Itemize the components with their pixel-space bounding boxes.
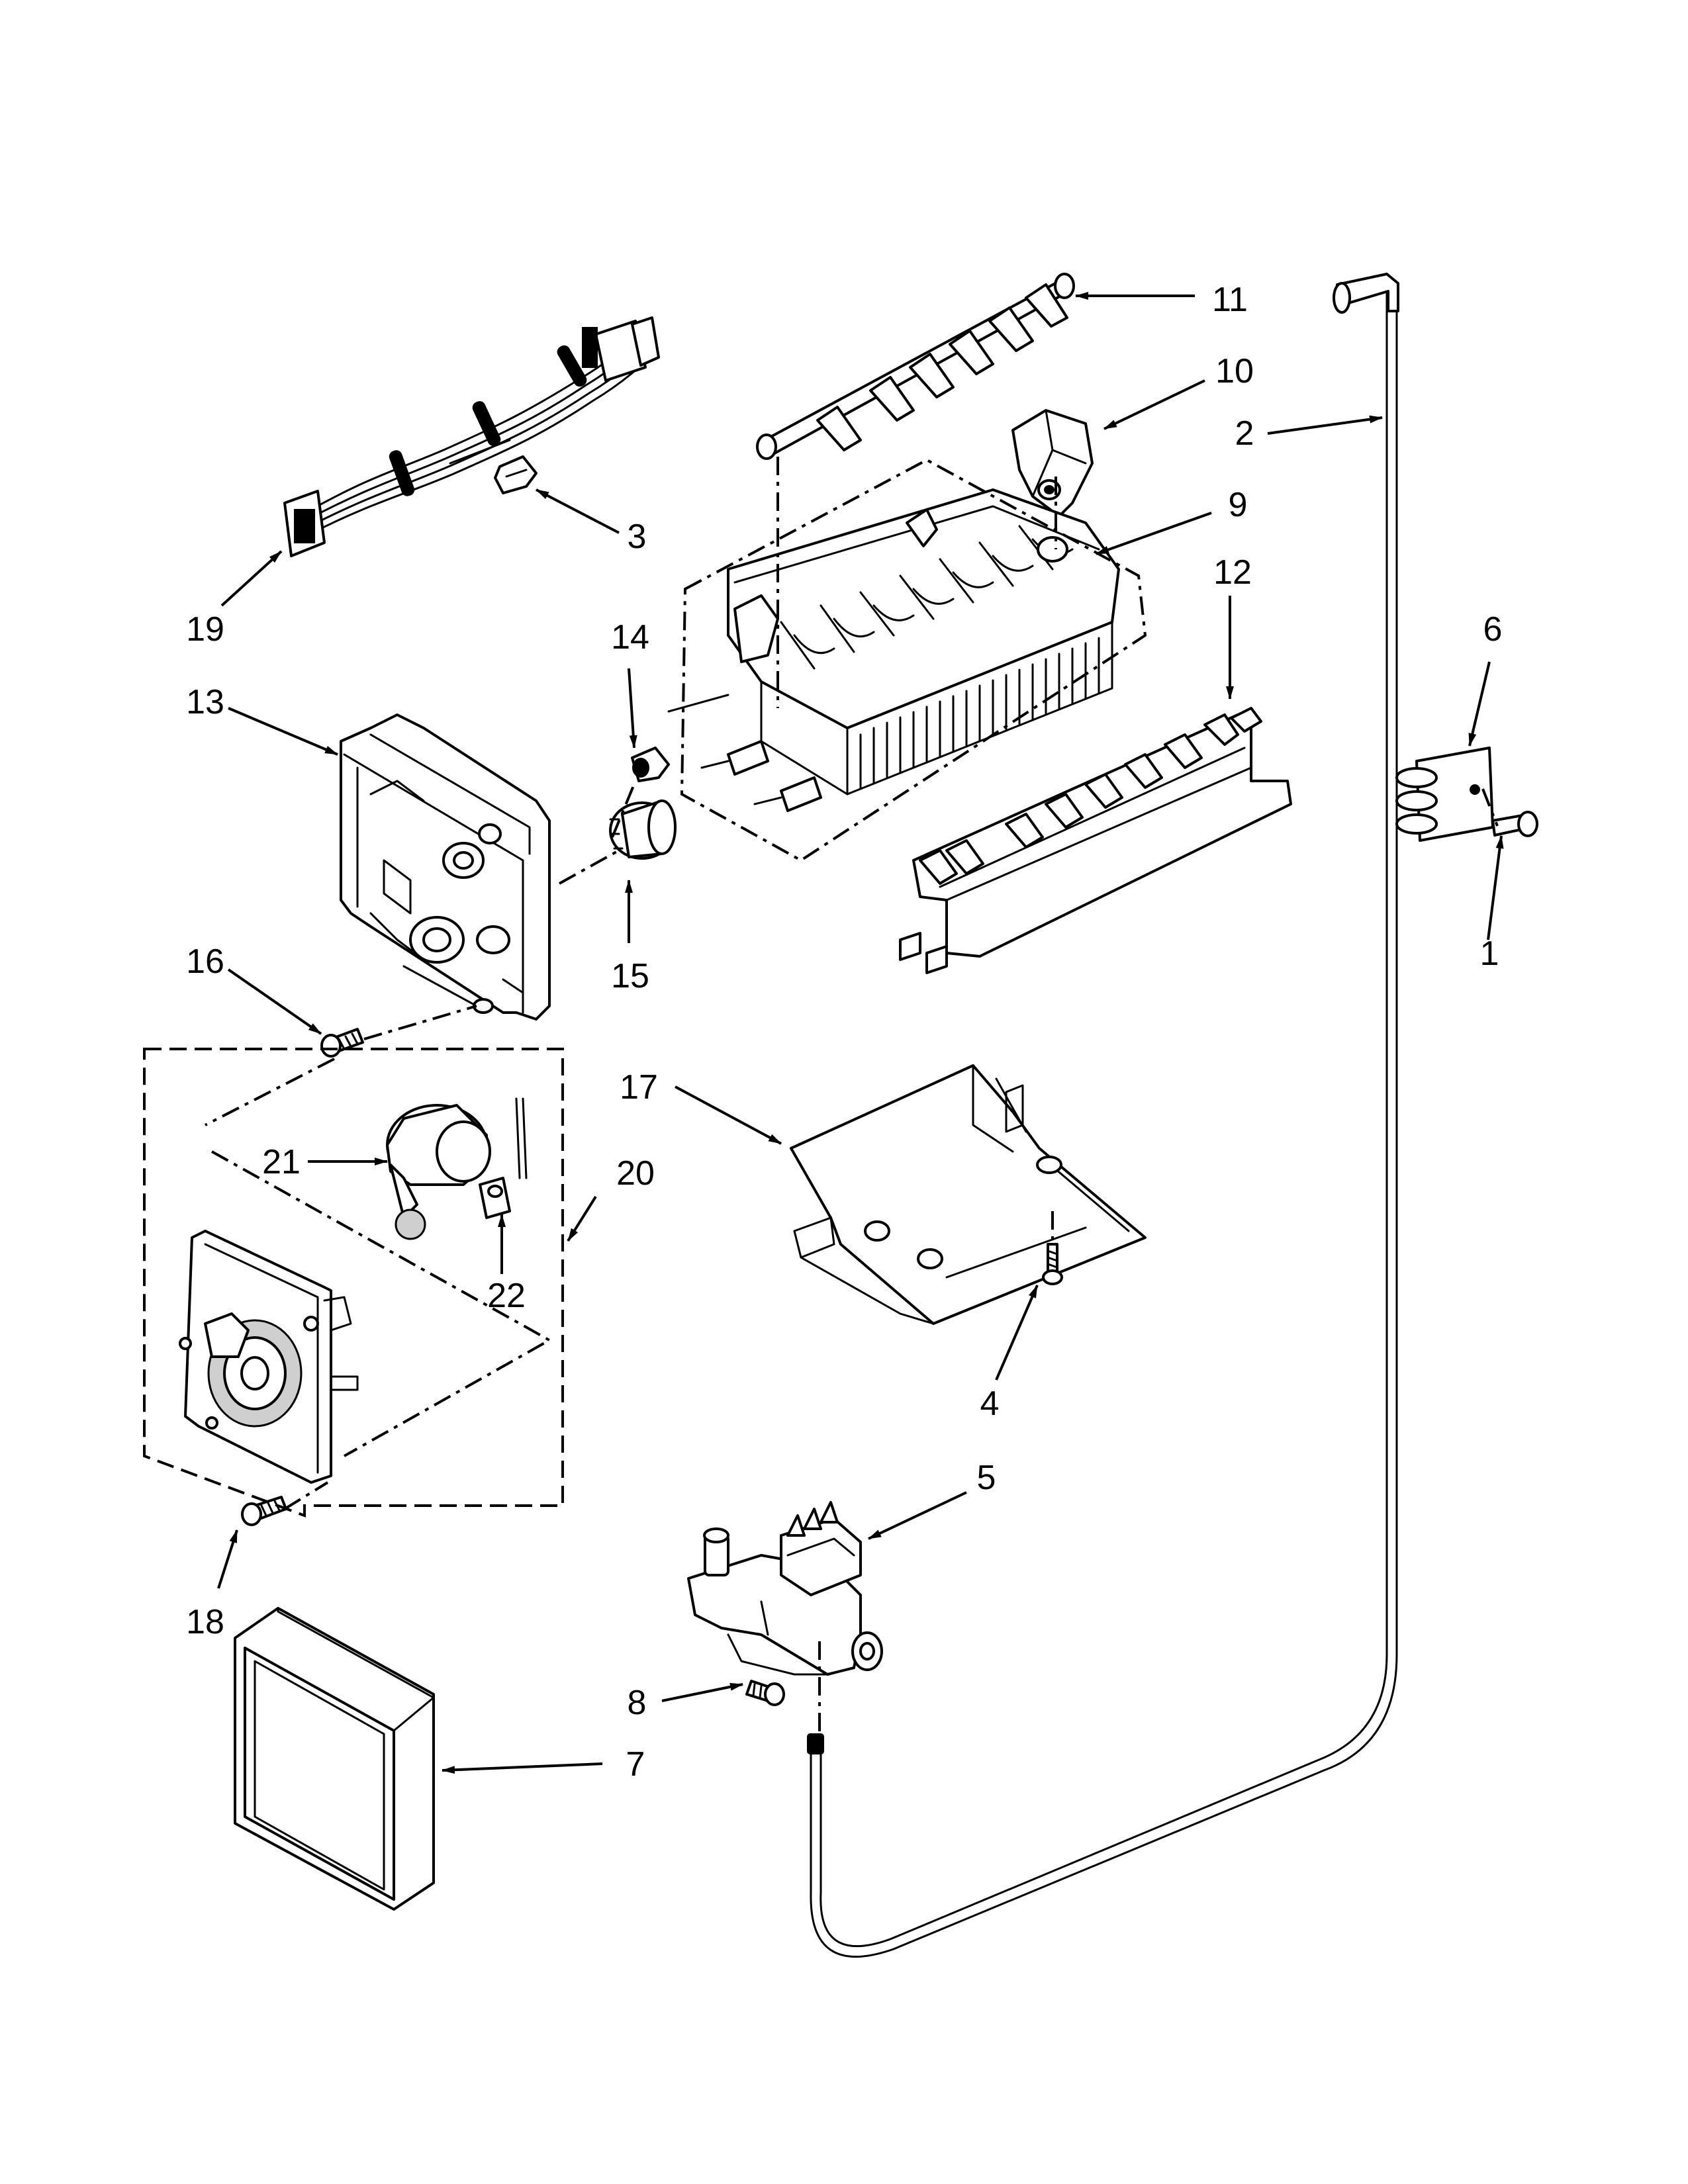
harness-clip-part — [494, 455, 538, 494]
callout-13: 13 — [186, 683, 224, 721]
callout-19: 19 — [186, 610, 224, 649]
plate-screw-part — [241, 1496, 287, 1526]
mold-group-outline — [680, 458, 1147, 862]
control-housing-part — [340, 713, 551, 1021]
ice-mold-part — [667, 488, 1120, 812]
callout-14: 14 — [611, 618, 649, 657]
callout-5: 5 — [977, 1459, 996, 1497]
water-tube-part — [807, 273, 1399, 1958]
motor-group-outline — [143, 1048, 564, 1518]
callout-21: 21 — [262, 1143, 301, 1181]
clamp-screw-part — [1491, 811, 1538, 837]
callout-6: 6 — [1483, 610, 1503, 649]
gear-plate-part — [179, 1230, 359, 1484]
callout-1: 1 — [1480, 934, 1499, 973]
water-valve-part — [687, 1501, 883, 1676]
fill-cup-part — [234, 1607, 435, 1911]
callout-12: 12 — [1213, 553, 1252, 592]
thermostat-clip-part — [631, 747, 670, 782]
callout-16: 16 — [186, 942, 224, 981]
housing-screw-part — [320, 1028, 364, 1058]
callout-9: 9 — [1229, 486, 1248, 524]
ice-tray-part — [790, 1064, 1147, 1325]
ejector-part — [756, 273, 1075, 460]
callout-22: 22 — [487, 1277, 526, 1315]
callout-17: 17 — [620, 1068, 658, 1107]
alignment-lines — [205, 457, 1499, 1734]
motor-part — [386, 1097, 528, 1240]
callout-18: 18 — [186, 1603, 224, 1641]
callout-15: 15 — [611, 957, 649, 995]
callout-10: 10 — [1215, 352, 1254, 390]
tray-screw-part — [1042, 1243, 1063, 1285]
callout-20: 20 — [616, 1154, 655, 1193]
thermostat-part — [609, 799, 677, 860]
wire-harness-part — [283, 316, 660, 557]
callout-4: 4 — [980, 1385, 1000, 1423]
valve-screw-part — [745, 1680, 785, 1706]
callout-2: 2 — [1235, 414, 1254, 453]
tube-clamp-part — [1395, 747, 1494, 842]
callout-11: 11 — [1212, 281, 1248, 319]
ejector-bearing-part — [1011, 409, 1094, 518]
callout-7: 7 — [626, 1745, 645, 1784]
callout-3: 3 — [628, 518, 647, 556]
stripper-part — [899, 707, 1292, 974]
leader-lines — [217, 292, 1504, 1774]
callout-labels: 1 2 3 4 5 6 7 8 9 10 11 12 13 14 15 16 1… — [186, 281, 1502, 1784]
callout-8: 8 — [628, 1684, 647, 1722]
switch-part — [479, 1177, 511, 1219]
